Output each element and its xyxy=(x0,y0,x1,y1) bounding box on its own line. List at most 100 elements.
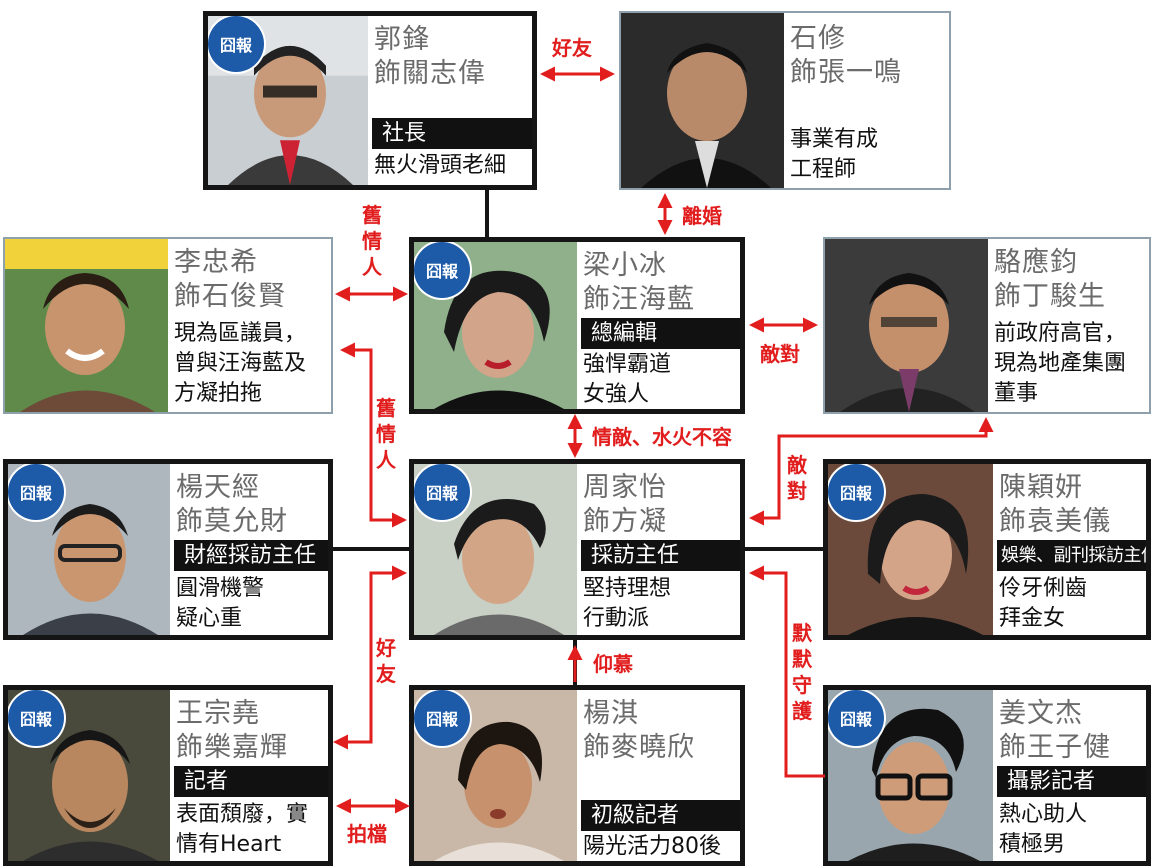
role-label: 總編輯 xyxy=(581,318,740,349)
label-guo-shi: 好友 xyxy=(551,36,592,60)
actor-name: 姜文杰 xyxy=(999,698,1083,729)
jiong-bao-badge: 囧報 xyxy=(828,464,884,520)
card-jiang-wen-jie: 囧報 姜文杰 飾王子健 攝影記者 熱心助人 積極男 xyxy=(823,685,1151,866)
portrait-photo xyxy=(414,464,577,635)
portrait-photo xyxy=(5,239,168,412)
character-name: 飾麥曉欣 xyxy=(583,732,695,763)
description-line-1: 陽光活力80後 xyxy=(583,834,721,859)
actor-name: 郭鋒 xyxy=(374,24,430,55)
description-line-2: 工程師 xyxy=(790,157,857,182)
role-label: 初級記者 xyxy=(581,800,740,831)
label-wang-zhou-1: 好 xyxy=(375,636,396,660)
label-luo-chen-2: 對 xyxy=(787,479,807,503)
description-line-1: 事業有成 xyxy=(790,127,879,152)
label-wang-yangqi: 拍檔 xyxy=(347,822,387,846)
card-li-zhong-xi: 李忠希 飾石俊賢 現為區議員， 曾與汪海藍及 方凝拍拖 xyxy=(3,237,333,414)
label-shi-liang: 離婚 xyxy=(682,204,722,228)
character-name: 飾丁駿生 xyxy=(994,281,1106,312)
actor-name: 李忠希 xyxy=(174,247,258,278)
arrow-wang-zhou xyxy=(333,565,407,750)
label-li-zhou-2: 情 xyxy=(376,422,396,446)
description-line-2: 疑心重 xyxy=(176,606,243,631)
actor-name: 楊淇 xyxy=(583,698,639,729)
arrow-li-zhou xyxy=(340,342,407,528)
jiong-bao-badge: 囧報 xyxy=(8,690,64,746)
character-name: 飾莫允財 xyxy=(176,506,288,537)
character-name: 飾張一鳴 xyxy=(790,57,902,88)
jiong-bao-badge: 囧報 xyxy=(414,242,470,298)
jiong-bao-badge: 囧報 xyxy=(414,464,470,520)
actor-name: 楊天經 xyxy=(176,472,260,503)
label-jiang-zhou-2: 默 xyxy=(792,647,813,671)
card-info: 駱應鈞 飾丁駿生 前政府高官， 現為地產集團 董事 xyxy=(988,239,1149,412)
card-info: 陳穎妍 飾袁美儀 娛樂、副刊採訪主任 伶牙俐齒 拜金女 xyxy=(993,464,1146,635)
description-line-1: 前政府高官， xyxy=(994,321,1127,346)
role-label: 娛樂、副刊採訪主任 xyxy=(997,540,1146,571)
card-info: 楊淇 飾麥曉欣 初級記者 陽光活力80後 xyxy=(577,690,740,861)
label-liang-zhou: 情敵、水火不容 xyxy=(592,425,732,449)
jiong-bao-badge: 囧報 xyxy=(828,690,884,746)
character-name: 飾袁美儀 xyxy=(999,506,1111,537)
actor-name: 梁小冰 xyxy=(583,250,667,281)
label-wang-zhou-2: 友 xyxy=(376,662,396,686)
portrait-photo xyxy=(825,239,988,412)
actor-name: 石修 xyxy=(790,23,846,54)
role-label: 記者 xyxy=(174,766,328,797)
description-line-2: 行動派 xyxy=(583,606,650,631)
role-label: 社長 xyxy=(372,118,532,149)
description-line-1: 圓滑機警 xyxy=(176,576,265,601)
description-line-1: 現為區議員， xyxy=(174,321,307,346)
label-jiang-zhou-4: 護 xyxy=(792,699,813,723)
card-info: 石修 飾張一鳴 事業有成 工程師 xyxy=(784,13,949,188)
label-li-zhou-1: 舊 xyxy=(376,396,396,420)
card-info: 郭鋒 飾關志偉 社長 無火滑頭老細 xyxy=(368,16,532,185)
card-shi-xiu: 石修 飾張一鳴 事業有成 工程師 xyxy=(619,11,951,190)
label-yangqi-zhou: 仰慕 xyxy=(593,652,633,676)
actor-name: 陳穎妍 xyxy=(999,472,1083,503)
character-name: 飾樂嘉輝 xyxy=(176,732,288,763)
role-label: 攝影記者 xyxy=(997,766,1146,797)
description-line-3: 方凝拍拖 xyxy=(174,381,263,406)
card-info: 姜文杰 飾王子健 攝影記者 熱心助人 積極男 xyxy=(993,690,1146,861)
description-line-1: 表面頹廢，實 xyxy=(176,802,309,827)
description-line-2: 現為地產集團 xyxy=(994,351,1127,376)
description-line-2: 拜金女 xyxy=(999,606,1066,631)
label-luo-chen-1: 敵 xyxy=(787,453,808,477)
jiong-bao-badge: 囧報 xyxy=(8,464,64,520)
label-jiang-zhou-3: 守 xyxy=(792,673,812,697)
description-line-2: 女強人 xyxy=(583,382,650,407)
card-info: 楊天經 飾莫允財 財經採訪主任 圓滑機警 疑心重 xyxy=(170,464,328,635)
description-line-1: 伶牙俐齒 xyxy=(999,576,1088,601)
portrait-photo xyxy=(8,690,170,861)
portrait-photo xyxy=(828,690,993,861)
card-info: 周家怡 飾方凝 採訪主任 堅持理想 行動派 xyxy=(577,464,740,635)
label-liang-luo: 敵對 xyxy=(760,342,800,366)
label-li-zhou-3: 人 xyxy=(376,448,397,472)
role-label: 財經採訪主任 xyxy=(174,540,328,571)
card-wang-zong-yao: 囧報 王宗堯 飾樂嘉輝 記者 表面頹廢，實 情有Heart xyxy=(3,685,333,866)
description-line-1: 堅持理想 xyxy=(583,576,672,601)
character-name: 飾關志偉 xyxy=(374,58,486,89)
card-luo-ying-jun: 駱應鈞 飾丁駿生 前政府高官， 現為地產集團 董事 xyxy=(823,237,1151,414)
card-chen-ying-yan: 囧報 陳穎妍 飾袁美儀 娛樂、副刊採訪主任 伶牙俐齒 拜金女 xyxy=(823,459,1151,640)
character-name: 飾石俊賢 xyxy=(174,281,286,312)
actor-name: 周家怡 xyxy=(583,472,667,503)
card-zhou-jia-yi: 囧報 周家怡 飾方凝 採訪主任 堅持理想 行動派 xyxy=(409,459,745,640)
description-line-3: 董事 xyxy=(994,381,1039,406)
label-li-liang-2: 情 xyxy=(362,229,382,253)
card-info: 梁小冰 飾汪海藍 總編輯 強悍霸道 女強人 xyxy=(577,242,740,409)
arrow-jiang-zhou xyxy=(749,565,825,778)
jiong-bao-badge: 囧報 xyxy=(208,16,264,72)
description-line-1: 強悍霸道 xyxy=(583,352,672,377)
label-li-liang-1: 舊 xyxy=(362,203,382,227)
card-info: 王宗堯 飾樂嘉輝 記者 表面頹廢，實 情有Heart xyxy=(170,690,328,861)
description-line-2: 情有Heart xyxy=(176,832,282,857)
actor-name: 王宗堯 xyxy=(176,698,260,729)
description-line-1: 無火滑頭老細 xyxy=(374,153,507,178)
card-info: 李忠希 飾石俊賢 現為區議員， 曾與汪海藍及 方凝拍拖 xyxy=(168,239,331,412)
description-line-1: 熱心助人 xyxy=(999,802,1088,827)
card-liang-xiao-bing: 囧報 梁小冰 飾汪海藍 總編輯 強悍霸道 女強人 xyxy=(409,237,745,414)
character-name: 飾王子健 xyxy=(999,732,1111,763)
role-label: 採訪主任 xyxy=(581,540,740,571)
actor-name: 駱應鈞 xyxy=(994,247,1078,278)
